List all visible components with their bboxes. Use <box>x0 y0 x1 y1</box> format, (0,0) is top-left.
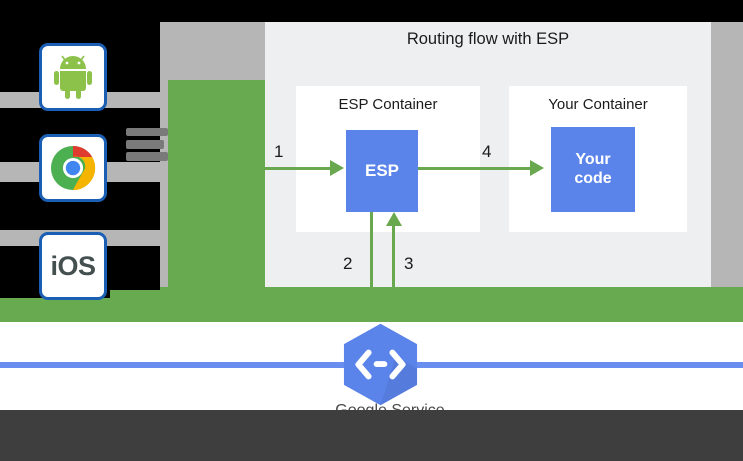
chrome-icon <box>50 145 96 191</box>
android-icon <box>54 55 92 99</box>
arrow-4-line <box>418 167 531 170</box>
arrow-1-head-icon <box>330 160 344 176</box>
bottom-overlay-band <box>0 410 743 461</box>
arrow-1-number: 1 <box>274 142 284 161</box>
right-edge-strip <box>711 22 743 290</box>
your-code-box: Your code <box>551 127 635 212</box>
google-service-control-hexagon <box>338 322 423 407</box>
arrow-3-head-icon <box>386 212 402 226</box>
arrow-2-number: 2 <box>343 254 353 273</box>
client-card-chrome <box>39 134 107 202</box>
hexagon-code-icon <box>343 323 418 406</box>
diagram-title: Routing flow with ESP <box>406 30 570 48</box>
your-code-line1: Your <box>575 151 611 169</box>
client-card-ios: iOS <box>39 232 107 300</box>
arrow-3-line <box>392 225 395 322</box>
esp-box: ESP <box>346 130 418 212</box>
arrow-2-line <box>370 212 373 322</box>
arrow-4-head-icon <box>530 160 544 176</box>
arrow-4-number: 4 <box>482 142 492 161</box>
arrow-1-line <box>265 167 331 170</box>
client-card-android <box>39 43 107 111</box>
esp-container-label: ESP Container <box>338 96 438 113</box>
your-code-line2: code <box>574 169 612 187</box>
your-container-label: Your Container <box>548 96 648 113</box>
scribble-mark-2 <box>126 140 164 149</box>
scribble-mark-3 <box>126 152 168 161</box>
your-code-box-label: Your code <box>574 151 611 188</box>
esp-box-label: ESP <box>364 161 400 181</box>
green-column <box>168 80 268 290</box>
top-redaction-band <box>0 0 743 22</box>
arrow-3-number: 3 <box>404 254 414 273</box>
green-band <box>0 287 743 322</box>
scribble-mark-1 <box>126 128 168 136</box>
ios-label: iOS <box>50 250 96 281</box>
